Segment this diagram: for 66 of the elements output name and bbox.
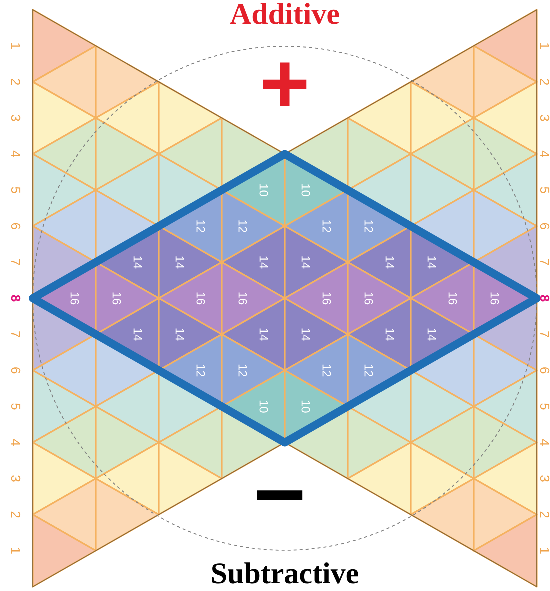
row-number: 7: [540, 259, 550, 266]
row-number: 5: [11, 187, 21, 194]
row-number: 2: [11, 79, 21, 86]
row-number: 4: [12, 439, 20, 446]
row-number: 4: [12, 150, 20, 158]
row-number: 4: [540, 150, 550, 158]
row-number: 2: [540, 79, 550, 86]
cell-number: 12: [238, 364, 248, 377]
cell-number: 12: [322, 220, 332, 232]
cell-number: 14: [428, 256, 436, 269]
cell-number: 16: [490, 292, 500, 305]
row-number: 7: [540, 332, 550, 338]
row-number: 1: [12, 43, 20, 50]
cell-number: 16: [364, 292, 374, 305]
row-number: 3: [540, 476, 550, 482]
cell-number: 14: [302, 328, 310, 341]
cell-number: 16: [322, 292, 332, 305]
row-number: 8: [540, 295, 550, 302]
row-number: 1: [12, 548, 20, 554]
cell-number: 14: [176, 256, 184, 269]
row-number: 6: [540, 223, 550, 230]
row-number: 6: [11, 368, 21, 374]
cell-number: 12: [364, 364, 374, 377]
row-number: 3: [11, 476, 21, 482]
heading: Subtractive: [212, 562, 358, 584]
cell-number: 16: [238, 292, 248, 305]
cell-number: 14: [260, 328, 268, 341]
row-number: 6: [540, 368, 550, 374]
cell-number: 14: [428, 328, 436, 341]
row-number: 7: [12, 332, 20, 338]
cell-number: 14: [260, 256, 268, 269]
row-number: 5: [11, 404, 21, 410]
row-number: 6: [11, 223, 21, 230]
row-number: 7: [12, 259, 20, 266]
row-number: 3: [11, 115, 21, 122]
row-number: 2: [11, 512, 21, 518]
row-number: 5: [540, 404, 550, 410]
cell-number: 14: [386, 328, 394, 341]
cell-number: 12: [364, 220, 374, 232]
cell-number: 14: [176, 328, 184, 341]
row-number: 1: [540, 43, 550, 50]
minus-sign: −: [257, 490, 303, 500]
cell-number: 14: [134, 256, 142, 269]
row-number: 2: [540, 512, 550, 518]
cell-number: 16: [448, 292, 458, 305]
cell-number: 10: [260, 184, 268, 196]
cell-number: 12: [196, 220, 206, 232]
row-number: 1: [540, 548, 550, 554]
cell-number: 14: [134, 328, 142, 341]
cell-number: 10: [260, 400, 268, 413]
plus-sign: +: [264, 62, 307, 106]
cell-number: 16: [112, 292, 122, 305]
cell-number: 12: [238, 220, 248, 232]
cell-number: 10: [302, 184, 310, 196]
row-number: 8: [11, 295, 21, 302]
heading: Additive: [230, 3, 340, 24]
row-number: 3: [540, 115, 550, 122]
cell-number: 16: [196, 292, 206, 305]
cell-number: 10: [302, 400, 310, 413]
row-number: 4: [540, 439, 550, 446]
cell-number: 14: [302, 256, 310, 269]
row-number: 5: [540, 187, 550, 194]
cell-number: 14: [386, 256, 394, 269]
cell-number: 16: [70, 292, 80, 305]
cell-number: 12: [322, 364, 332, 377]
cell-number: 12: [196, 364, 206, 377]
